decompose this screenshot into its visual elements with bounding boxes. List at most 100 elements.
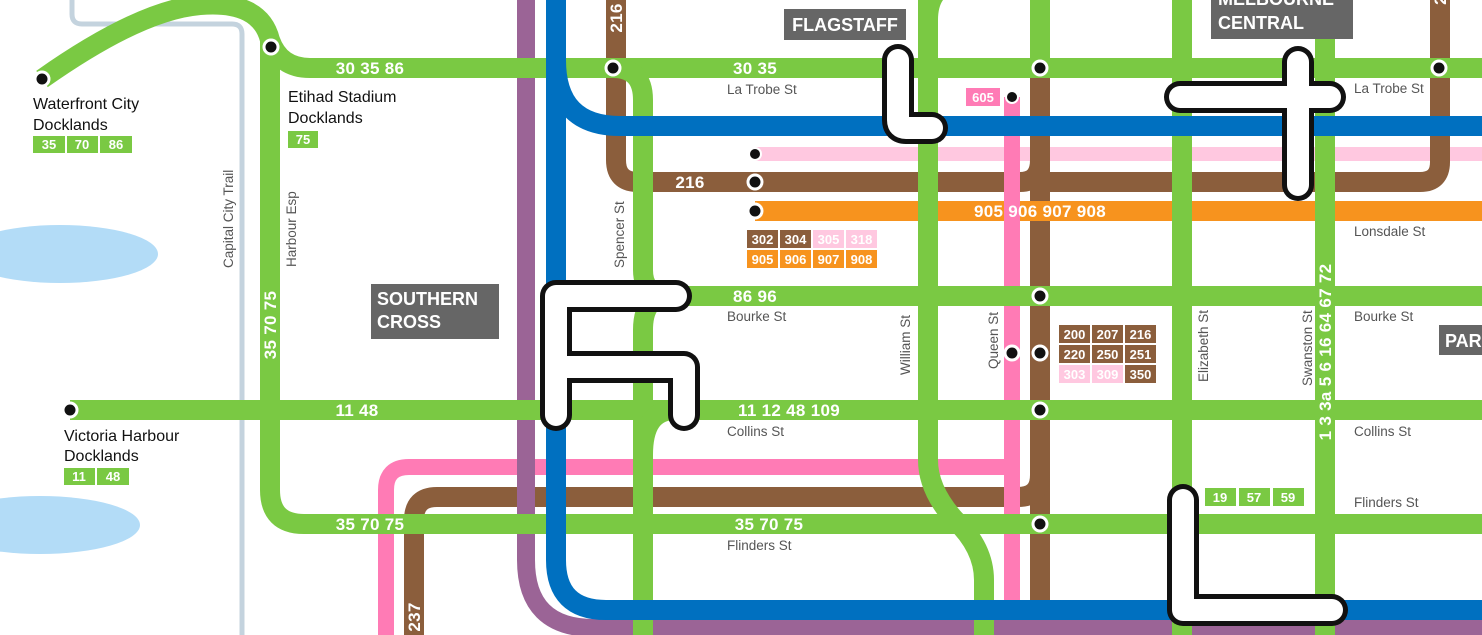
street-flinders-east: Flinders St xyxy=(1354,495,1419,510)
glyph-overlays xyxy=(540,44,1348,626)
stop-lonsdale-orange xyxy=(746,202,764,220)
station-label-flagstaff: FLAGSTAFF xyxy=(792,15,898,35)
lonsdale-badge-label-908: 908 xyxy=(851,252,873,267)
stop-lonsdale-lightpink xyxy=(748,147,762,161)
street-labels: La Trobe St La Trobe St Lonsdale St Bour… xyxy=(221,81,1426,553)
badge-victoria-11: 11 xyxy=(72,469,86,484)
water-body-north xyxy=(0,225,158,283)
queen-badge-label-250: 250 xyxy=(1097,347,1119,362)
queen-badge-label-309: 309 xyxy=(1097,367,1119,382)
stop-name-waterfront-2: Docklands xyxy=(33,117,108,134)
street-collins: Collins St xyxy=(727,424,784,439)
lonsdale-badge-304 xyxy=(780,230,811,248)
street-bourke: Bourke St xyxy=(727,309,787,324)
routes-latrobe-mid: 30 35 xyxy=(733,59,777,78)
queen-badge-label-350: 350 xyxy=(1130,367,1152,382)
badge-waterfront-70: 70 xyxy=(75,137,89,152)
street-elizabeth: Elizabeth St xyxy=(1196,310,1211,382)
stop-spencer-latrobe xyxy=(604,59,622,77)
lonsdale-badge-302 xyxy=(747,230,778,248)
routes-harbour-vertical: 35 70 75 xyxy=(261,291,280,360)
stop-name-etihad-1: Etihad Stadium xyxy=(288,89,397,106)
lonsdale-badge-908 xyxy=(846,250,877,268)
queen-badge-label-216: 216 xyxy=(1130,327,1152,342)
queen-badge-251 xyxy=(1125,345,1156,363)
station-label-melbourne-2: CENTRAL xyxy=(1218,13,1304,33)
stop-swanston-latrobe xyxy=(1430,59,1448,77)
street-capital-city-trail: Capital City Trail xyxy=(221,170,236,268)
station-flagstaff[interactable]: FLAGSTAFF xyxy=(784,9,906,40)
routes-bottom-brown: 237 xyxy=(405,602,424,631)
badge-waterfront-35: 35 xyxy=(42,137,56,152)
queen-badge-250 xyxy=(1092,345,1123,363)
queen-badge-label-200: 200 xyxy=(1064,327,1086,342)
lonsdale-badge-label-305: 305 xyxy=(818,232,840,247)
routes-flinders-west: 35 70 75 xyxy=(336,515,405,534)
badge-etihad-75: 75 xyxy=(296,132,310,147)
lonsdale-badge-label-302: 302 xyxy=(752,232,774,247)
badges-etihad: 75 xyxy=(288,131,318,148)
green-routes xyxy=(36,0,1482,635)
queen-badge-207 xyxy=(1092,325,1123,343)
stop-lonsdale-brown xyxy=(746,173,764,191)
stop-queen-flinders xyxy=(1031,515,1049,533)
stop-name-etihad-2: Docklands xyxy=(288,110,363,127)
street-william: William St xyxy=(898,315,913,375)
routes-lonsdale-orange: 905 906 907 908 xyxy=(974,202,1106,221)
street-latrobe-east: La Trobe St xyxy=(1354,81,1424,96)
badge-elizabeth-59: 59 xyxy=(1281,490,1295,505)
badges-elizabeth: 19 57 59 xyxy=(1205,488,1304,506)
badge-queen-pink-605: 605 xyxy=(966,88,1000,106)
stop-queen-brown-mid xyxy=(1031,344,1049,362)
lonsdale-badge-label-318: 318 xyxy=(851,232,873,247)
direction-arrow-icon xyxy=(567,119,576,133)
lonsdale-badge-label-304: 304 xyxy=(785,232,807,247)
queen-badge-label-207: 207 xyxy=(1097,327,1119,342)
street-swanston: Swanston St xyxy=(1300,310,1315,386)
stop-queen-collins xyxy=(1031,401,1049,419)
station-label-southern-2: CROSS xyxy=(377,312,441,332)
badge-waterfront-86: 86 xyxy=(109,137,123,152)
badge-victoria-48: 48 xyxy=(106,469,120,484)
street-queen: Queen St xyxy=(986,312,1001,369)
stop-etihad xyxy=(262,38,280,56)
routes-spencer-brown: 216 xyxy=(607,3,626,32)
queen-badge-216 xyxy=(1125,325,1156,343)
routes-corner-brown: 2 xyxy=(1431,0,1450,5)
routes-latrobe-west: 30 35 86 xyxy=(336,59,405,78)
routes-collins-mid: 11 12 48 109 xyxy=(738,401,840,420)
water-body-south xyxy=(0,496,140,554)
lonsdale-badge-305 xyxy=(813,230,844,248)
stop-queen-bourke xyxy=(1031,287,1049,305)
lonsdale-badge-905 xyxy=(747,250,778,268)
stop-queen-latrobe xyxy=(1031,59,1049,77)
queen-badge-220 xyxy=(1059,345,1090,363)
routes-flinders-mid: 35 70 75 xyxy=(735,515,804,534)
stop-queen-pink-mid xyxy=(1003,344,1021,362)
brown-routes xyxy=(404,0,1450,635)
station-southern-cross[interactable]: SOUTHERN CROSS xyxy=(371,284,499,339)
stop-name-waterfront-1: Waterfront City xyxy=(33,96,139,113)
queen-badge-label-251: 251 xyxy=(1130,347,1152,362)
queen-badge-200 xyxy=(1059,325,1090,343)
routes-lonsdale-brown: 216 xyxy=(675,173,704,192)
street-bourke-east: Bourke St xyxy=(1354,309,1414,324)
lonsdale-badge-label-906: 906 xyxy=(785,252,807,267)
lonsdale-badge-318 xyxy=(846,230,877,248)
routes-collins-west: 11 48 xyxy=(335,401,378,420)
stop-victoria-harbour xyxy=(61,401,79,419)
street-flinders: Flinders St xyxy=(727,538,792,553)
station-melbourne-central[interactable]: MELBOURNE CENTRAL xyxy=(1211,0,1353,39)
stop-name-victoria-1: Victoria Harbour xyxy=(64,428,180,445)
street-collins-east: Collins St xyxy=(1354,424,1411,439)
route-number-labels: 30 35 86 30 35 216 905 906 907 908 86 96… xyxy=(261,0,1450,632)
queen-badge-303 xyxy=(1059,365,1090,383)
street-harbour: Harbour Esp xyxy=(284,191,299,267)
queen-badge-label-303: 303 xyxy=(1064,367,1086,382)
station-parliament[interactable]: PAR xyxy=(1439,325,1482,355)
lonsdale-badge-label-907: 907 xyxy=(818,252,840,267)
street-spencer: Spencer St xyxy=(612,201,627,268)
stop-name-labels: Waterfront City Docklands Etihad Stadium… xyxy=(33,89,397,465)
